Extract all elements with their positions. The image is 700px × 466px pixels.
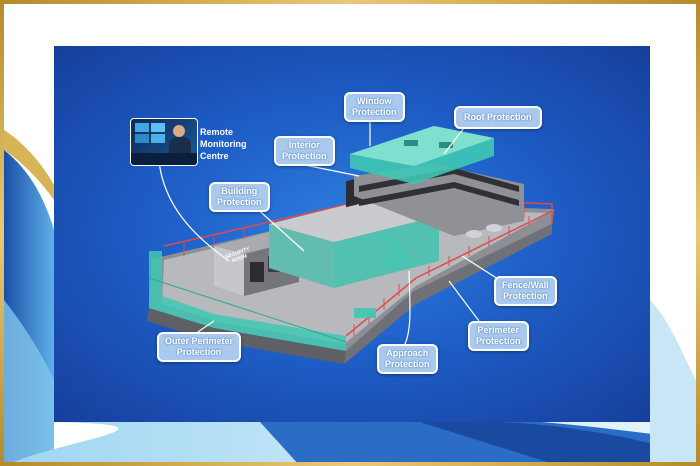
gold-frame-top bbox=[0, 0, 700, 4]
gold-frame-bottom bbox=[0, 462, 700, 466]
outer-glass-wall bbox=[149, 251, 346, 351]
gold-frame-left bbox=[0, 0, 4, 466]
diagram-panel: Remote Monitoring Centre SECURITY ROOM W… bbox=[54, 46, 650, 422]
remote-monitoring-image bbox=[130, 118, 198, 166]
camera-cone bbox=[384, 229, 414, 268]
label-roof-protection: Roof Protection bbox=[454, 106, 542, 129]
remote-monitoring-label: Remote Monitoring Centre bbox=[200, 127, 247, 161]
building-illustration bbox=[147, 116, 554, 364]
gold-frame-right bbox=[696, 0, 700, 466]
approach-gate bbox=[354, 308, 376, 318]
